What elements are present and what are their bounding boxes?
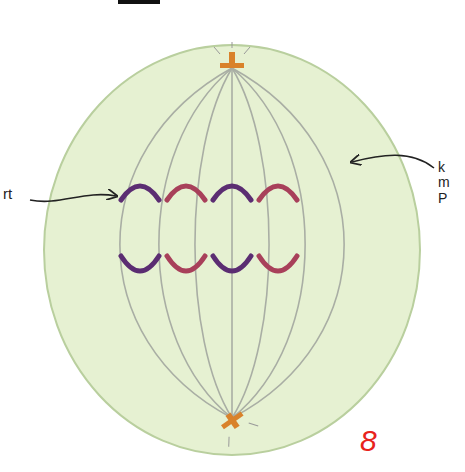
spindle-fiber (159, 68, 232, 418)
leader-arrow (352, 155, 434, 168)
chromatid (213, 256, 251, 271)
spindle-fiber (120, 68, 232, 418)
spindle-fiber (231, 68, 233, 418)
spindle-fibers (120, 68, 344, 418)
leader-arrow (30, 195, 116, 202)
chromatid (167, 186, 205, 200)
chromatid (167, 256, 205, 271)
cell-membrane (44, 45, 420, 455)
part-label: k m P (438, 160, 452, 206)
spindle-fiber (232, 68, 305, 418)
chromatid (259, 256, 297, 271)
chromatid (121, 186, 159, 200)
part-label: rt (3, 186, 12, 203)
callout-number: 8 (360, 424, 377, 457)
centrosome-bottom (213, 404, 258, 447)
spindle-fiber (232, 68, 269, 418)
chromosomes (121, 186, 297, 271)
heading-rule (118, 0, 160, 4)
chromatid (213, 186, 251, 200)
chromatid (259, 186, 297, 200)
spindle-fiber (232, 68, 344, 418)
centrosome-top (214, 42, 250, 68)
chromatid (121, 256, 159, 271)
spindle-fiber (195, 68, 232, 418)
